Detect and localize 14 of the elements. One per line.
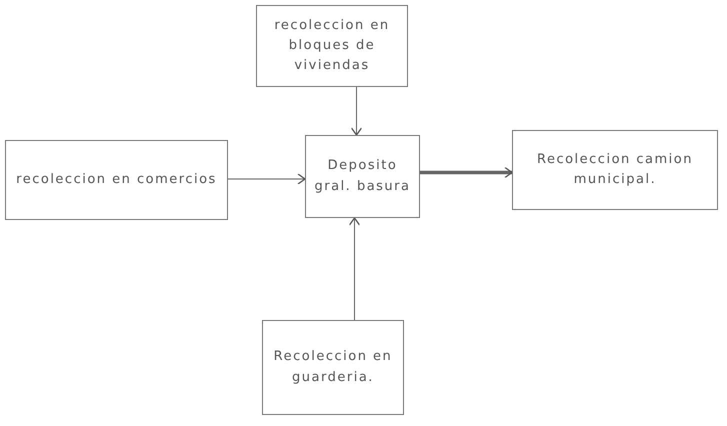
box-label: Recoleccion camion municipal. (536, 150, 694, 189)
process-box (262, 320, 404, 415)
arrow (228, 173, 306, 185)
box-label: Deposito gral. basura (314, 157, 412, 196)
process-box (256, 5, 408, 87)
box-label: recoleccion en comercios (15, 170, 218, 189)
box-label: recoleccion en bloques de viviendas (273, 16, 391, 76)
arrow (350, 86, 362, 136)
arrow (420, 166, 513, 178)
box-label: Recoleccion en guarderia. (272, 348, 394, 386)
arrow (348, 217, 360, 320)
process-box (512, 130, 718, 210)
process-box (305, 135, 420, 218)
process-box (5, 140, 228, 220)
